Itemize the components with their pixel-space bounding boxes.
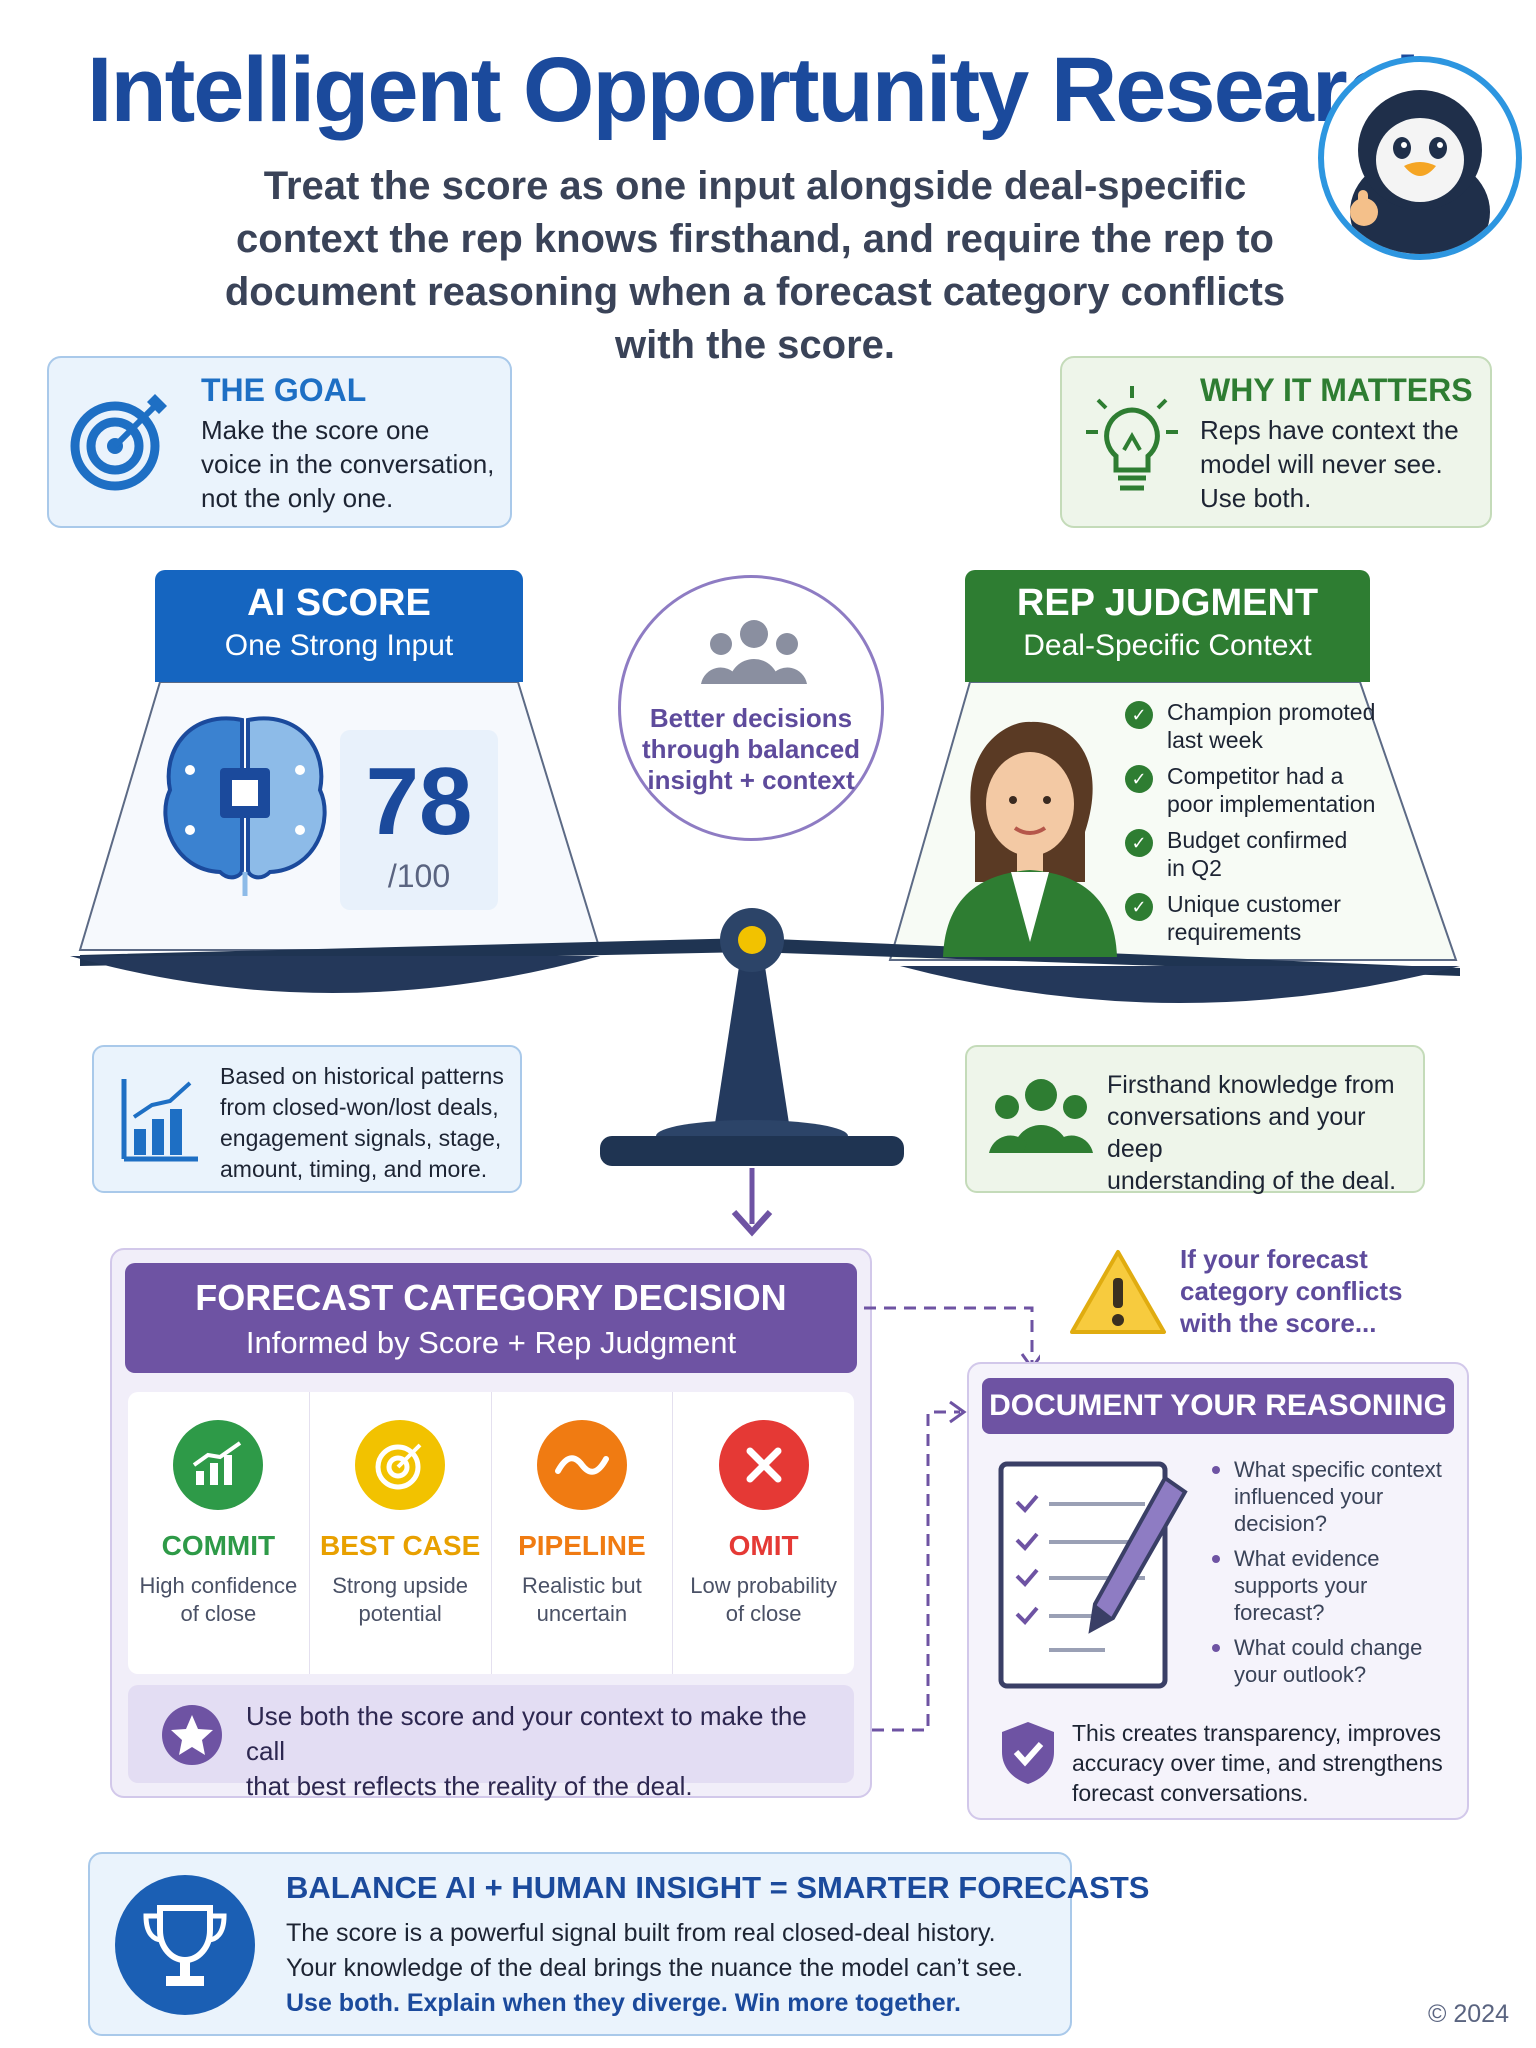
check-icon: ✓: [1125, 701, 1153, 729]
star-icon: [162, 1705, 222, 1765]
trophy-icon: [115, 1875, 255, 2015]
goal-text: Make the score one voice in the conversa…: [201, 415, 495, 513]
ai-score-basis-card: Based on historical patterns from closed…: [92, 1045, 522, 1193]
people-group-icon: [989, 1079, 1093, 1153]
summary-line-2: Your knowledge of the deal brings the nu…: [286, 1954, 1024, 1982]
goal-heading: THE GOAL: [201, 372, 367, 408]
document-reasoning-footer: This creates transparency, improves accu…: [1072, 1720, 1443, 1806]
balanced-insight-circle: Better decisions through balanced insigh…: [618, 575, 884, 841]
why-heading: WHY IT MATTERS: [1200, 372, 1473, 408]
penguin-mascot-icon: [1318, 56, 1522, 260]
check-icon: ✓: [1125, 893, 1153, 921]
summary-line-1: The score is a powerful signal built fro…: [286, 1919, 996, 1947]
shield-check-icon: [1002, 1722, 1054, 1784]
summary-line-3: Use both. Explain when they diverge. Win…: [286, 1989, 961, 2017]
wave-icon: [536, 1420, 627, 1510]
close-icon: [718, 1420, 809, 1510]
lightbulb-icon: [1086, 386, 1178, 491]
rep-judgment-header: REP JUDGMENT Deal-Specific Context: [965, 570, 1370, 682]
check-icon: ✓: [1125, 829, 1153, 857]
ai-score-number: 78: [365, 748, 473, 855]
ai-score-header: AI SCORE One Strong Input: [155, 570, 523, 682]
copyright-text: © 2024: [1428, 2000, 1509, 2028]
bar-chart-icon: [121, 1079, 198, 1162]
target-icon: [70, 394, 167, 491]
why-text: Reps have context the model will never s…: [1200, 415, 1459, 513]
document-reasoning-header: DOCUMENT YOUR REASONING: [982, 1378, 1454, 1434]
sales-rep-avatar-icon: [943, 721, 1117, 957]
checklist-pen-icon: [998, 1461, 1188, 1689]
rep-basis-card: Firsthand knowledge from conversations a…: [965, 1045, 1425, 1195]
arrow-down-icon: [731, 1168, 773, 1237]
forecast-category-header: FORECAST CATEGORY DECISION Informed by S…: [125, 1263, 857, 1373]
warning-icon: [1070, 1250, 1166, 1334]
brain-chip-icon: [163, 716, 327, 896]
people-group-icon: [701, 620, 807, 684]
rep-basis-text: Firsthand knowledge from conversations a…: [1107, 1071, 1397, 1195]
balanced-insight-text: Better decisions through balanced insigh…: [641, 703, 861, 795]
summary-banner: BALANCE AI + HUMAN INSIGHT = SMARTER FOR…: [88, 1852, 1149, 2036]
target-icon: [355, 1420, 446, 1510]
page-subtitle: Treat the score as one input alongside d…: [224, 164, 1286, 367]
trend-up-icon: [173, 1420, 264, 1510]
goal-card: THE GOAL Make the score one voice in the…: [47, 356, 512, 528]
ai-score-value-box: 78 /100: [340, 730, 498, 910]
ai-score-basis-text: Based on historical patterns from closed…: [220, 1063, 504, 1182]
page-title: Intelligent Opportunity Research: [86, 39, 1451, 141]
why-it-matters-card: WHY IT MATTERS Reps have context the mod…: [1060, 356, 1492, 528]
check-icon: ✓: [1125, 765, 1153, 793]
conflict-warning-text: If your forecast category conflicts with…: [1180, 1244, 1403, 1338]
ai-score-denominator: /100: [387, 858, 451, 894]
forecast-footer: Use both the score and your context to m…: [128, 1685, 854, 1801]
summary-heading: BALANCE AI + HUMAN INSIGHT = SMARTER FOR…: [286, 1870, 1150, 1905]
